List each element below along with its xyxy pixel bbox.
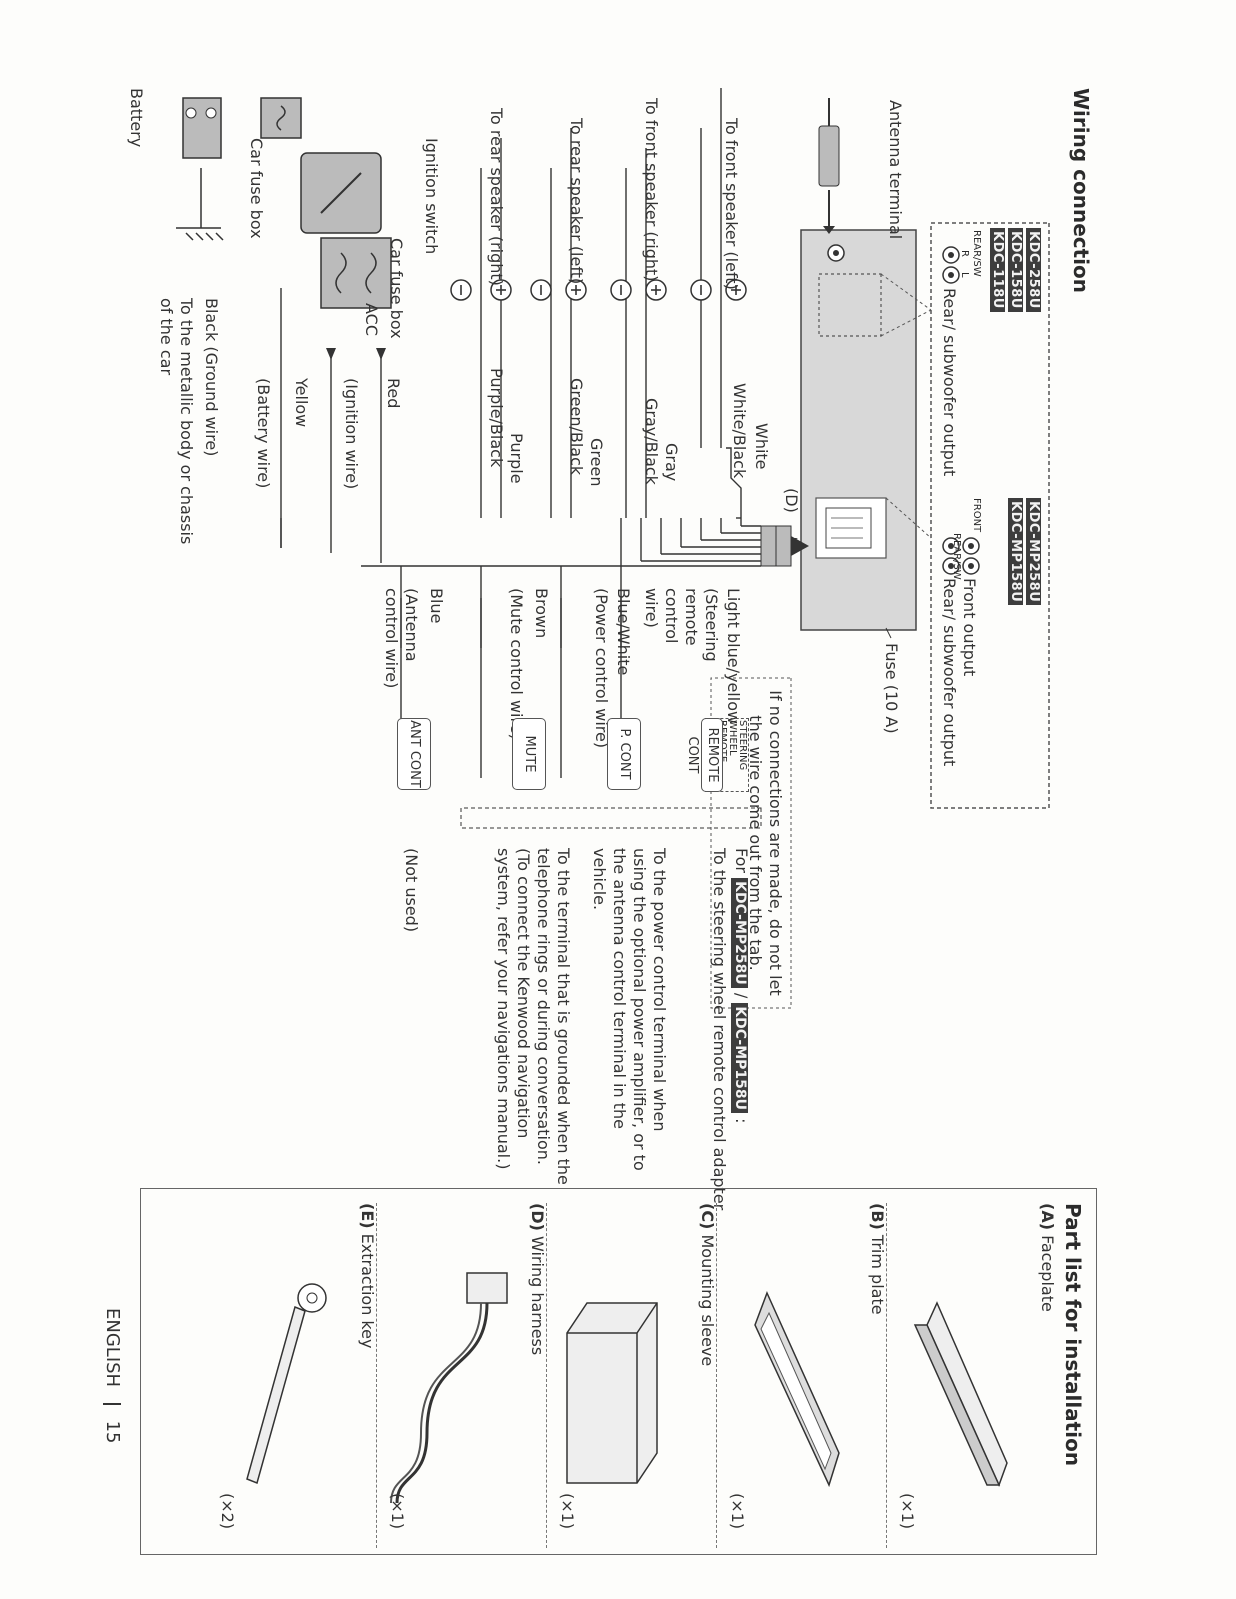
blue-white-label: Blue/White (614, 588, 633, 676)
speaker-label: To front speaker (left) (722, 118, 741, 290)
ignition-wire-label: (Ignition wire) (342, 378, 361, 490)
acc-label: ACC (362, 303, 381, 337)
speaker-label: To rear speaker (left) (567, 118, 586, 285)
rear-sub-output-label-2: Rear/ subwoofer output (940, 578, 959, 767)
red-wire-label: Red (384, 378, 403, 409)
steering-remote-label: (Steering remote control wire) (642, 588, 721, 662)
car-fuse-box-label: Car fuse box (387, 238, 406, 339)
battery-label: Battery (127, 88, 146, 148)
footer-page-number: 15 (102, 1420, 123, 1444)
part-qty: (×2) (218, 1493, 237, 1530)
model-label: KDC-258U (1026, 228, 1041, 312)
models-mid-group: KDC-MP258U KDC-MP158U (1007, 498, 1043, 606)
for-prefix: For (732, 848, 751, 873)
part-qty: (×1) (728, 1493, 747, 1530)
ground-target-label: To the metallic body or chassis of the c… (157, 298, 196, 545)
black-wire-label: Black (Ground wire) (202, 298, 221, 457)
faceplate-icon (913, 1301, 1008, 1487)
mute-control-wire-label: (Mute control wire) (507, 588, 526, 740)
speaker-label: To front speaker (right) (642, 98, 661, 282)
wire-color-label: Gray (662, 443, 681, 482)
part-qty: (×1) (558, 1493, 577, 1530)
mounting-sleeve-icon (566, 1302, 658, 1484)
trim-plate-icon (754, 1291, 840, 1488)
models-top-group: KDC-258U KDC-158U KDC-118U (989, 228, 1043, 312)
footer-divider (103, 1402, 121, 1405)
tab-note-box (710, 677, 792, 1009)
car-fuse-box-label-2: Car fuse box (247, 138, 266, 239)
ground-symbol (176, 168, 224, 241)
front-small: FRONT (971, 498, 982, 533)
footer: ENGLISH 15 (102, 1308, 123, 1443)
remote-cont-tag: REMOTE CONT (685, 718, 723, 792)
model-label: KDC-MP258U (1026, 498, 1041, 606)
model-label: KDC-MP158U (731, 1003, 748, 1113)
blue-wire-label: Blue (427, 588, 446, 624)
front-output-label: Front output (960, 578, 979, 677)
rotated-manual-page: Wiring connection (101, 78, 1101, 1558)
antenna-control-wire-label: (Antenna control wire) (382, 588, 421, 689)
model-label: KDC-118U (990, 228, 1005, 312)
battery-wire-label: (Battery wire) (254, 378, 273, 489)
part-qty: (×1) (898, 1493, 917, 1530)
part-list-title: Part list for installation (1061, 1203, 1085, 1467)
part-row-e: (E) Extraction key (×2) (207, 1203, 377, 1548)
tab-note: If no connections are made, do not let t… (746, 690, 785, 996)
wire-color-label: Gray/Black (642, 398, 661, 485)
part-row-b: (B) Trim plate (×1) (716, 1203, 887, 1548)
for-models-line: For KDC-MP258U / KDC-MP158U : (731, 848, 751, 1124)
footer-language: ENGLISH (102, 1308, 123, 1388)
rca-jacks-rear-sub (942, 246, 960, 284)
l-small: L (959, 272, 970, 278)
extraction-key-icon (246, 1283, 327, 1485)
rear-sw-small-2: REAR/SW (951, 533, 962, 580)
harness-d-label: (D) (782, 488, 801, 513)
mute-tag: MUTE (512, 718, 546, 790)
model-label: KDC-158U (1008, 228, 1023, 312)
model-label: KDC-MP258U (731, 878, 748, 988)
wiring-diagram (176, 88, 1050, 1009)
part-qty: (×1) (388, 1493, 407, 1530)
brown-wire-label: Brown (532, 588, 551, 639)
wire-color-label: Purple (507, 433, 526, 484)
unit-body (800, 229, 917, 631)
rear-sw-small: REAR/SW (971, 230, 982, 277)
yellow-wire-label: Yellow (292, 378, 311, 428)
rca-jacks-front-rear (942, 537, 980, 575)
car-fuse-box-acc (320, 237, 392, 309)
model-region-box (930, 222, 1050, 809)
wire-color-label: Purple/Black (487, 368, 506, 468)
ant-cont-tag: ANT CONT (397, 718, 431, 790)
wiring-harness-icon (390, 1272, 508, 1504)
rear-sub-output-label: Rear/ subwoofer output (940, 288, 959, 477)
speaker-label: To rear speaker (right) (487, 108, 506, 286)
fuse-label: Fuse (10 A) (882, 643, 901, 734)
wire-color-label: Green (587, 438, 606, 487)
power-description: To the power control terminal when using… (590, 848, 669, 1171)
model-label: KDC-MP158U (1008, 498, 1023, 606)
p-cont-tag: P. CONT (607, 718, 641, 790)
light-blue-yellow-label: Light blue/yellow (724, 588, 743, 725)
part-row-d: (D) Wiring harness (×1) (376, 1203, 547, 1548)
not-used-label: (Not used) (402, 848, 421, 933)
r-small: R (959, 250, 970, 257)
wire-color-label: White/Black (730, 383, 749, 479)
part-row-c: (C) Mounting sleeve (×1) (546, 1203, 717, 1548)
wire-color-label: White (752, 423, 771, 470)
mute-description: To the terminal that is grounded when th… (494, 848, 573, 1185)
part-row-a: (A) Faceplate (×1) (886, 1203, 1057, 1548)
wire-color-label: Green/Black (567, 378, 586, 476)
antenna-terminal-label: Antenna terminal (886, 100, 905, 240)
ignition-switch-label: Ignition switch (422, 138, 441, 255)
battery (182, 97, 222, 159)
